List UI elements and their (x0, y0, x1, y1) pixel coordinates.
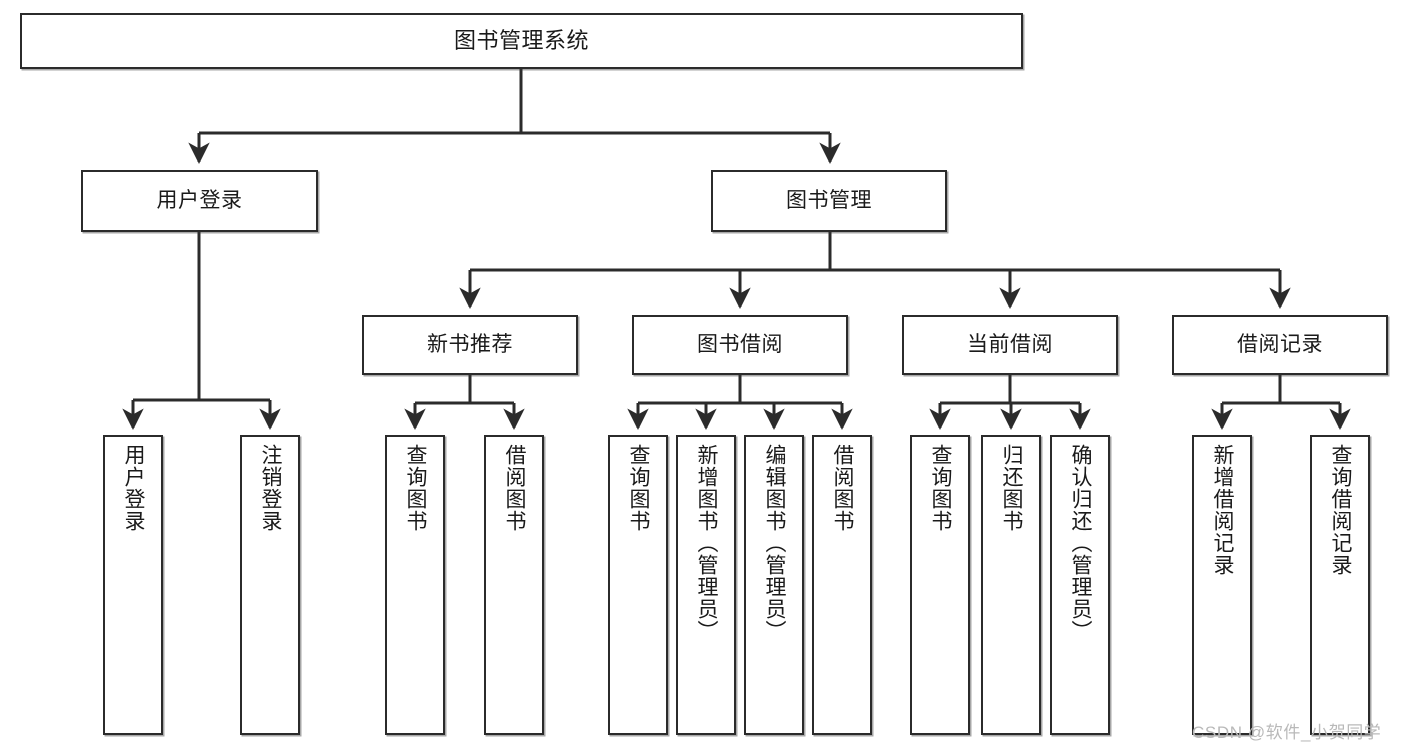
leaf-borrow-query[interactable]: 查询图书 (608, 435, 668, 735)
leaf-current-return-label: 归还图书 (1000, 444, 1024, 532)
leaf-record-query[interactable]: 查询借阅记录 (1310, 435, 1370, 735)
leaf-borrow-add-label: 新增图书（管理员） (695, 444, 719, 642)
leaf-current-confirm[interactable]: 确认归还（管理员） (1050, 435, 1110, 735)
node-root[interactable]: 图书管理系统 (20, 13, 1023, 69)
node-user-login-label: 用户登录 (156, 188, 243, 212)
node-book-borrow-label: 图书借阅 (697, 332, 783, 356)
leaf-rec-query-label: 查询图书 (404, 444, 428, 532)
leaf-borrow-edit-label: 编辑图书（管理员） (763, 444, 787, 642)
node-user-login[interactable]: 用户登录 (81, 170, 318, 232)
leaf-record-add[interactable]: 新增借阅记录 (1192, 435, 1252, 735)
leaf-borrow-add[interactable]: 新增图书（管理员） (676, 435, 736, 735)
leaf-record-query-label: 查询借阅记录 (1329, 444, 1353, 576)
leaf-logout[interactable]: 注销登录 (240, 435, 300, 735)
node-book-borrow[interactable]: 图书借阅 (632, 315, 848, 375)
leaf-rec-borrow-label: 借阅图书 (503, 444, 527, 532)
leaf-current-return[interactable]: 归还图书 (981, 435, 1041, 735)
leaf-rec-query[interactable]: 查询图书 (385, 435, 445, 735)
node-current-borrow[interactable]: 当前借阅 (902, 315, 1118, 375)
node-borrow-record[interactable]: 借阅记录 (1172, 315, 1388, 375)
node-new-book-rec-label: 新书推荐 (427, 332, 513, 356)
leaf-user-login-label: 用户登录 (122, 444, 146, 532)
leaf-current-query[interactable]: 查询图书 (910, 435, 970, 735)
node-book-manage-label: 图书管理 (786, 188, 872, 212)
leaf-user-login[interactable]: 用户登录 (103, 435, 163, 735)
node-book-manage[interactable]: 图书管理 (711, 170, 947, 232)
leaf-borrow-query-label: 查询图书 (627, 444, 651, 532)
node-current-borrow-label: 当前借阅 (967, 332, 1053, 356)
leaf-record-add-label: 新增借阅记录 (1211, 444, 1235, 576)
leaf-logout-label: 注销登录 (259, 444, 283, 532)
node-root-label: 图书管理系统 (453, 28, 589, 54)
leaf-borrow-edit[interactable]: 编辑图书（管理员） (744, 435, 804, 735)
node-borrow-record-label: 借阅记录 (1237, 332, 1323, 356)
leaf-borrow-lend-label: 借阅图书 (831, 444, 855, 532)
leaf-current-confirm-label: 确认归还（管理员） (1069, 444, 1093, 642)
node-new-book-rec[interactable]: 新书推荐 (362, 315, 578, 375)
leaf-current-query-label: 查询图书 (929, 444, 953, 532)
leaf-rec-borrow[interactable]: 借阅图书 (484, 435, 544, 735)
leaf-borrow-lend[interactable]: 借阅图书 (812, 435, 872, 735)
csdn-watermark: CSDN @软件_小贺同学 (1192, 723, 1382, 742)
